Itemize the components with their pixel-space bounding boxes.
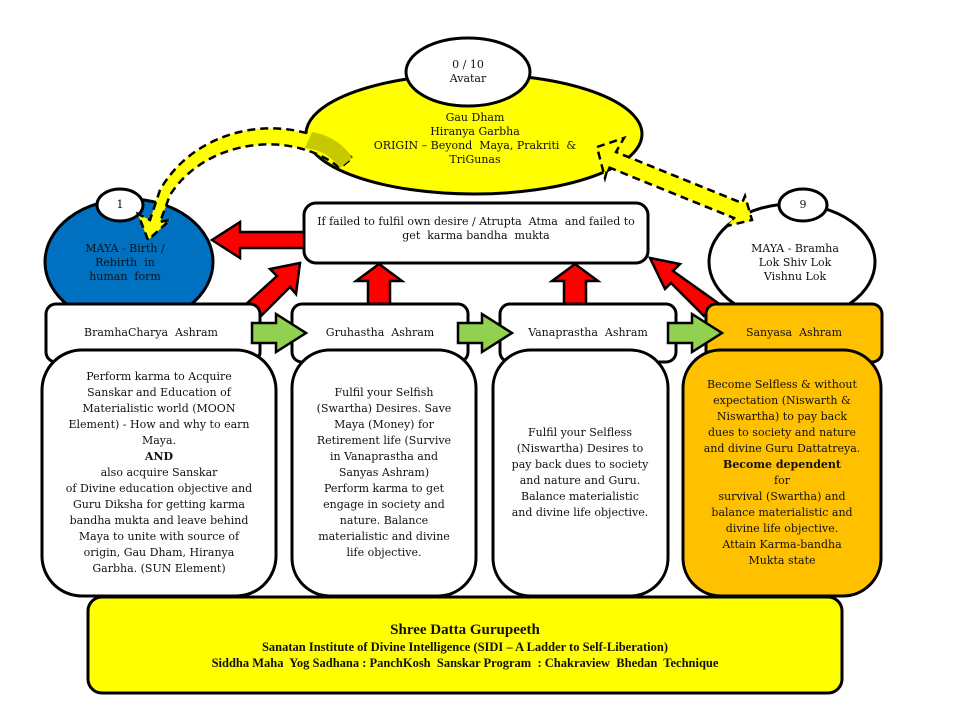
failure-line-1: If failed to fulfil own desire / Atrupta…	[317, 215, 635, 228]
lok-line-3: Vishnu Lok	[763, 270, 827, 283]
origin-line-2: Hiranya Garbha	[430, 125, 520, 138]
ashram-title-vanaprastha: Vanaprastha Ashram	[528, 326, 648, 339]
footer-line-2: Siddha Maha Yog Sadhana : PanchKosh Sans…	[211, 656, 719, 670]
origin-text: Gau Dham Hiranya Garbha ORIGIN – Beyond …	[330, 104, 620, 174]
lok-badge[interactable]	[777, 187, 829, 223]
footer-text: Shree Datta Gurupeeth Sanatan Institute …	[90, 618, 840, 674]
origin-to-birth-arrow	[135, 127, 354, 243]
ashram-title-gruhastha: Gruhastha Ashram	[325, 326, 435, 339]
footer-title: Shree Datta Gurupeeth	[390, 622, 540, 638]
birth-badge[interactable]	[95, 187, 145, 223]
ashram-title-sanyasa: Sanyasa Ashram	[745, 326, 843, 339]
origin-line-4: TriGunas	[449, 153, 501, 166]
birth-line-3: human form	[89, 270, 161, 283]
green-arrow-2	[456, 311, 515, 355]
red-arrow-bramhacharya	[242, 261, 302, 321]
avatar-label: Avatar	[449, 72, 487, 85]
avatar-badge[interactable]	[404, 36, 532, 108]
origin-arrow-tail	[305, 132, 352, 168]
ashram-title-bramhacharya: BramhaCharya Ashram	[84, 326, 218, 339]
red-arrow-sanyasa	[647, 256, 720, 318]
ashram-desc-vanaprastha: Fulfil your Selfless(Niswartha) Desires …	[511, 426, 649, 519]
lok-badge-number: 9	[799, 198, 807, 211]
birth-line-1: MAYA - Birth /	[85, 242, 165, 255]
failure-text: If failed to fulfil own desire / Atrupta…	[306, 212, 646, 246]
origin-line-3: ORIGIN – Beyond Maya, Prakriti &	[373, 139, 577, 152]
failure-line-2: get karma bandha mukta	[402, 229, 550, 242]
red-arrow-gruhastha	[352, 262, 406, 306]
green-arrow-3	[666, 311, 725, 355]
lok-line-2: Lok Shiv Lok	[758, 256, 832, 269]
origin-line-1: Gau Dham	[445, 111, 505, 124]
footer-line-1: Sanatan Institute of Divine Intelligence…	[261, 640, 669, 654]
avatar-badge-text: 0 / 10 Avatar	[420, 50, 516, 94]
avatar-number: 0 / 10	[452, 58, 484, 71]
origin-to-lok-arrow	[595, 135, 754, 229]
lok-text: MAYA - Bramha Lok Shiv Lok Vishnu Lok	[720, 236, 870, 290]
birth-badge-number: 1	[116, 198, 124, 211]
footer-box[interactable]	[86, 595, 844, 695]
birth-badge-text: 1	[100, 196, 140, 214]
green-arrow-1	[250, 311, 309, 355]
red-arrow-vanaprastha	[548, 262, 602, 306]
birth-text: MAYA - Birth / Rebirth in human form	[60, 236, 190, 290]
lok-badge-text: 9	[783, 196, 823, 214]
ashram-desc-gruhastha: Fulfil your Selfish(Swartha) Desires. Sa…	[316, 386, 452, 559]
red-arrow-to-birth	[209, 219, 306, 261]
birth-line-2: Rebirth in	[95, 256, 155, 269]
lok-line-1: MAYA - Bramha	[751, 242, 839, 255]
